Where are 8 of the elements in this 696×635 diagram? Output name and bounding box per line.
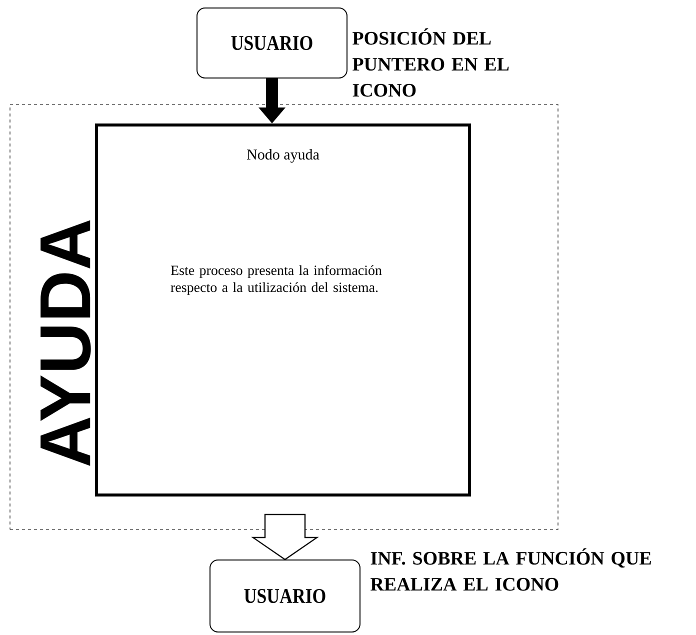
actor-box: USUARIO <box>210 560 360 632</box>
hollow-arrow <box>251 514 319 560</box>
edge-label: POSICIÓN DEL PUNTERO EN EL ICONO <box>352 28 509 97</box>
region-title: AYUDA <box>40 220 91 466</box>
process-description: Este proceso presenta la información respecto a la utilización del sistema. <box>170 265 382 295</box>
edge-label: INF. SOBRE LA FUNCIÓN QUE REALIZA EL ICONO <box>370 548 651 591</box>
actor-box: USUARIO <box>196 8 348 78</box>
process-title: Nodo ayuda <box>247 149 320 163</box>
